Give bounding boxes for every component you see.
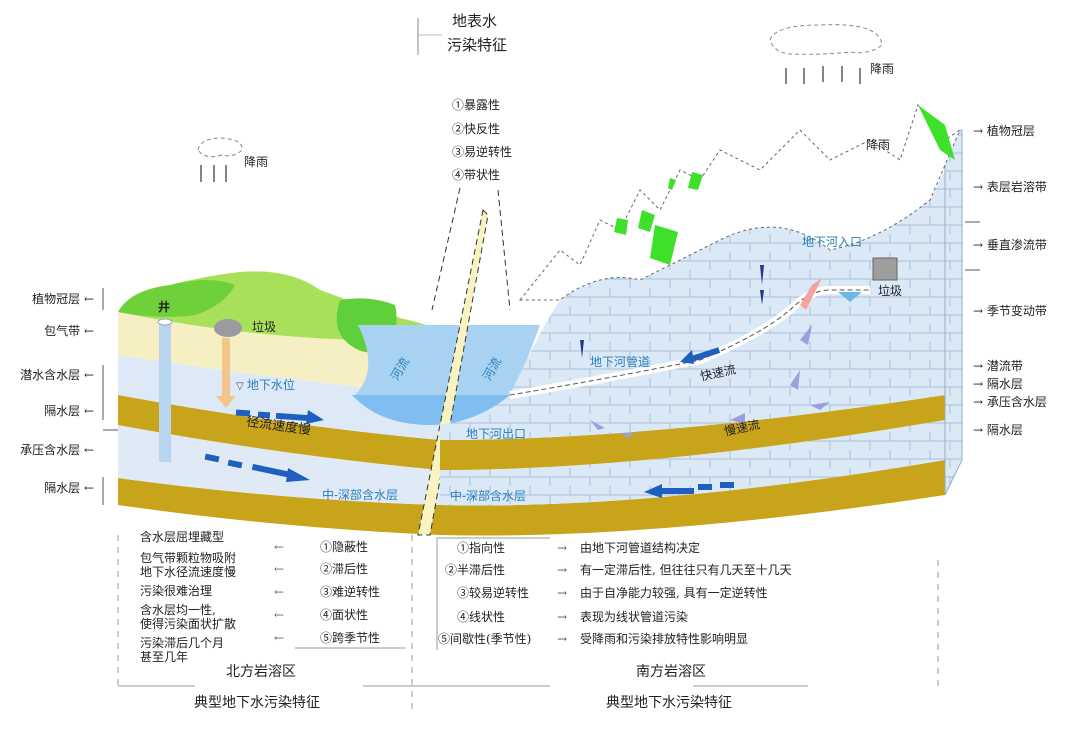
north-cause: 包气带颗粒物吸附 地下水径流速度慢: [140, 551, 237, 579]
rain-label-right: 降雨: [870, 62, 895, 76]
arrow-right-icon: →: [557, 563, 568, 577]
lower-aquitard-north: [118, 478, 440, 535]
vadose-zone-north: [118, 312, 440, 395]
south-desc: 有一定滞后性, 但往往只有几天至十几天: [580, 563, 792, 577]
garbage-box-icon: [872, 257, 898, 281]
south-trait: ①指向性: [457, 541, 506, 555]
arrow-right-icon: →: [973, 395, 984, 409]
rain-cloud-right: [769, 24, 883, 55]
south-trait: ⑤间歇性(季节性): [438, 632, 532, 646]
layer-label-aquitard: 隔水层 ←: [44, 404, 94, 418]
north-cause: 污染滞后几个月 甚至几年: [140, 636, 225, 664]
south-desc: 受降雨和污染排放特性影响明显: [580, 632, 749, 646]
rain-cloud-left: [197, 137, 243, 158]
aquifer-label-left: 中-深部含水层: [322, 488, 399, 502]
arrow-right-icon: →: [973, 124, 984, 138]
south-footer-label: 典型地下水污染特征: [606, 695, 732, 711]
layer-label-aquitard-r2: → 隔水层: [973, 423, 1023, 437]
layer-label-phreatic: 潜水含水层 ←: [20, 368, 94, 382]
arrow-right-icon: →: [973, 359, 984, 373]
north-region-label: 北方岩溶区: [226, 664, 296, 680]
well-label: 井: [158, 300, 171, 314]
arrow-left-icon: ←: [274, 631, 285, 645]
garbage-icon: [214, 319, 242, 337]
layer-label-hyporheic: → 潜流带: [973, 359, 1023, 373]
layer-label-vertical-seepage: → 垂直渗流带: [973, 238, 1047, 252]
south-region-label: 南方岩溶区: [636, 664, 706, 680]
surface-trait: ④带状性: [452, 168, 501, 182]
garbage-label-right: 垃圾: [878, 284, 903, 298]
surface-water-subtitle: 污染特征: [447, 36, 508, 54]
north-trait: ④面状性: [320, 608, 369, 622]
layer-label-vegetation: 植物冠层 ←: [32, 292, 94, 306]
north-karst-block: [118, 271, 440, 535]
arrow-right-icon: →: [557, 610, 568, 624]
arrow-right-icon: →: [973, 180, 984, 194]
underground-river-inlet-label: 地下河入口: [802, 235, 863, 249]
groundwater-level-label: ▽ 地下水位: [236, 378, 295, 392]
north-trait: ②滞后性: [320, 562, 369, 576]
north-cause: 含水层均一性, 使得污染面状扩散: [140, 603, 237, 631]
arrow-right-icon: →: [973, 377, 984, 391]
layer-label-seasonal: → 季节变动带: [973, 304, 1047, 318]
surface-trait: ①暴露性: [452, 98, 501, 112]
arrow-left-icon: ←: [83, 404, 94, 418]
arrow-right-icon: →: [557, 632, 568, 646]
surface-trait: ②快反性: [452, 122, 501, 136]
surface-water-title: 地表水: [452, 12, 498, 30]
arrow-left-icon: ←: [83, 324, 94, 338]
arrow-right-icon: →: [557, 586, 568, 600]
arrow-right-icon: →: [557, 541, 568, 555]
aquifer-label-right: 中-深部含水层: [450, 489, 527, 503]
south-karst-block: [440, 103, 963, 536]
layer-label-aquitard-r1: → 隔水层: [973, 377, 1023, 391]
arrow-right-icon: →: [973, 423, 984, 437]
rain-label-left: 降雨: [244, 155, 269, 169]
flow-arrows-north: [204, 409, 324, 482]
underground-channel-label: 地下河管道: [590, 355, 651, 369]
layer-label-epikarst: → 表层岩溶带: [973, 180, 1047, 194]
garbage-label-left: 垃圾: [252, 320, 277, 334]
arrow-left-icon: ←: [274, 608, 285, 622]
water-table-icon: ▽: [236, 381, 247, 392]
arrow-left-icon: ←: [83, 368, 94, 382]
rain-label-peak: 降雨: [866, 138, 891, 152]
layer-label-confined: 承压含水层 ←: [20, 443, 94, 457]
river-and-fault: [352, 187, 540, 536]
arrow-left-icon: ←: [83, 443, 94, 457]
north-trait: ⑤跨季节性: [320, 631, 381, 645]
north-cause: 污染很难治理: [140, 584, 213, 598]
north-footer-label: 典型地下水污染特征: [194, 695, 320, 711]
confined-aquifer-north: [118, 425, 440, 505]
arrow-left-icon: ←: [274, 585, 285, 599]
upper-aquitard-north: [118, 395, 440, 470]
underground-river-outlet-label: 地下河出口: [466, 427, 527, 441]
layer-label-aquitard-lower: 隔水层 ←: [44, 481, 94, 495]
north-trait: ①隐蔽性: [320, 540, 369, 554]
well-icon: [159, 322, 171, 462]
south-desc: 由地下河管道结构决定: [580, 541, 701, 555]
north-trait: ③难逆转性: [320, 585, 381, 599]
south-trait: ④线状性: [457, 610, 506, 624]
phreatic-aquifer-north: [118, 355, 440, 440]
arrow-left-icon: ←: [274, 562, 285, 576]
arrow-left-icon: ←: [83, 481, 94, 495]
arrow-left-icon: ←: [83, 292, 94, 306]
arrow-left-icon: ←: [274, 540, 285, 554]
layer-label-confined-r: → 承压含水层: [973, 395, 1047, 409]
arrow-right-icon: →: [973, 238, 984, 252]
arrow-right-icon: →: [973, 304, 984, 318]
south-desc: 由于自净能力较强, 具有一定逆转性: [580, 586, 768, 600]
south-trait: ②半滞后性: [445, 563, 506, 577]
south-desc: 表现为线状管道污染: [580, 610, 689, 624]
north-cause: 含水层屈埋藏型: [140, 530, 225, 544]
surface-trait: ③易逆转性: [452, 145, 513, 159]
layer-label-vadose: 包气带 ←: [44, 324, 94, 338]
layer-label-canopy: → 植物冠层: [973, 124, 1035, 138]
south-trait: ③较易逆转性: [457, 586, 530, 600]
